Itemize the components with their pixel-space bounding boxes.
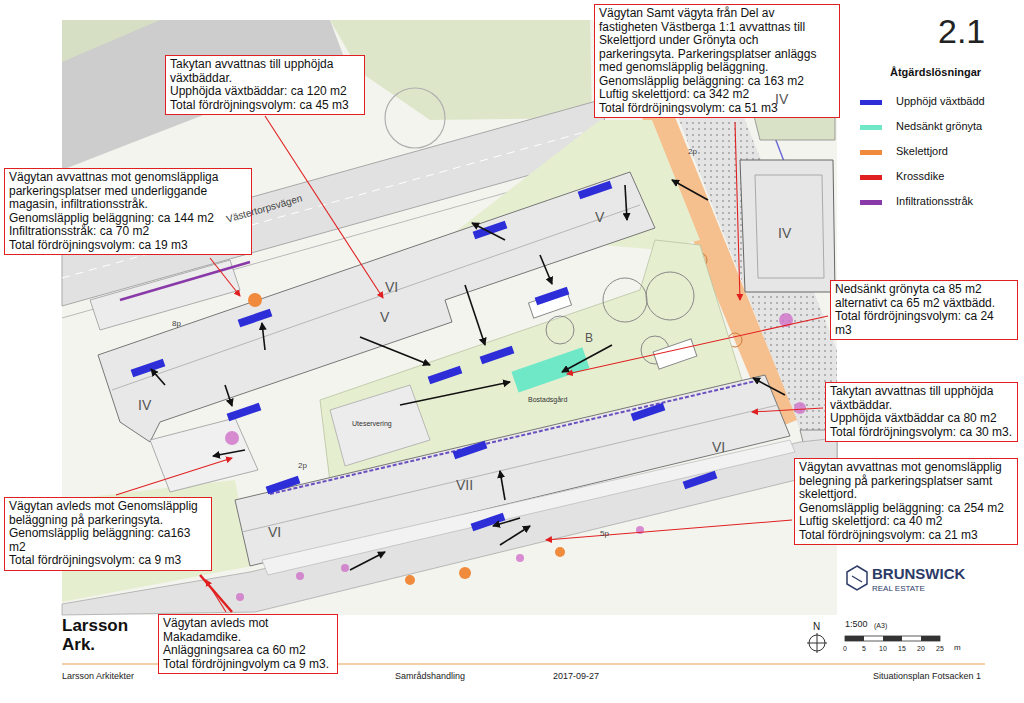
legend-entry: Upphöjd växtbädd (860, 95, 985, 107)
client-logo-subtitle: REAL ESTATE (872, 585, 925, 594)
callout-box: Vägytan Samt vägyta från Del av fastighe… (594, 4, 840, 118)
callout-quantity: Luftig skelettjord: ca 342 m2 (599, 88, 835, 102)
callout-description: Vägytan avvattnas mot genomsläppliga par… (9, 171, 247, 212)
callout-box: Vägytan avvattnas mot genomsläppliga par… (4, 168, 252, 255)
building-letter: B (585, 332, 593, 345)
scale-tick: 10 (879, 645, 887, 653)
architect-name: Larsson Ark. (62, 617, 142, 654)
callout-quantity: Total fördröjningvolym ca 9 m3. (163, 658, 333, 672)
area-name: Uteservering (352, 420, 392, 428)
callout-box: Nedsänkt grönyta ca 85 m2 alternativt ca… (830, 280, 1018, 340)
scale-tick: 15 (898, 645, 906, 653)
north-label: N (813, 621, 820, 632)
callout-description: Vägytan Samt vägyta från Del av fastighe… (599, 7, 835, 75)
document-date: 2017-09-27 (553, 672, 599, 682)
scale-ratio: 1:500 (845, 620, 868, 630)
callout-quantity: Total fördröjningsvolym: ca 30 m3. (830, 426, 1013, 440)
callout-box: Takytan avvattnas till upphöjda växtbädd… (165, 55, 365, 115)
scale-tick: 20 (917, 645, 925, 653)
legend-heading: Åtgärdslösningar (890, 66, 981, 78)
legend-swatch (860, 125, 882, 130)
callout-quantity: Total fördröjningsvolym: ca 19 m3 (9, 239, 247, 253)
architect-firm: Larsson Arkitekter (62, 672, 134, 682)
legend-entry: Krossdike (860, 170, 944, 182)
callout-quantity: Upphöjda växtbäddar ca 80 m2 (830, 412, 1013, 426)
storey-count: IV (778, 226, 791, 241)
storey-count: VI (385, 280, 398, 295)
legend-entry: Skelettjord (860, 145, 948, 157)
storey-count: VI (712, 440, 725, 455)
legend-entry: Infiltrationsstråk (860, 195, 973, 207)
drawing-title: Situationsplan Fotsacken 1 (873, 672, 981, 682)
legend-swatch (860, 100, 882, 105)
storey-count: VII (456, 478, 473, 493)
callout-description: Vägytan avvattnas mot genomsläpplig bele… (799, 461, 1013, 502)
legend-text: Upphöjd växtbädd (896, 95, 985, 107)
legend-text: Nedsänkt grönyta (896, 120, 982, 132)
callout-quantity: Genomsläpplig beläggning: ca 163 m2 (599, 75, 835, 89)
parking-count: 5p (600, 530, 609, 539)
storey-count: V (595, 210, 604, 225)
callout-box: Vägytan avleds mot Genomsläpplig beläggn… (4, 497, 212, 571)
callout-quantity: Total fördröjningsvolym: ca 51 m3 (599, 102, 835, 116)
callout-box: Takytan avvattnas till upphöjda växtbädd… (825, 382, 1018, 442)
scale-unit: m (954, 644, 961, 653)
callout-description: Takytan avvattnas till upphöjda växtbädd… (830, 385, 1013, 412)
callout-description: Vägytan avleds mot Genomsläpplig beläggn… (9, 500, 207, 527)
storey-count: IV (138, 398, 151, 413)
storey-count: VI (268, 525, 281, 540)
client-logo: BRUNSWICK (872, 566, 965, 583)
area-name: Bostadsgård (528, 396, 567, 404)
storey-count: V (380, 310, 389, 325)
callout-quantity: Total fördröjningsvolym: ca 24 m3 (835, 310, 1013, 337)
parking-count: 8p (172, 320, 181, 329)
callout-box: Vägytan avvattnas mot genomsläpplig bele… (794, 458, 1018, 545)
callout-quantity: Infiltrationsstråk: ca 70 m2 (9, 225, 247, 239)
parking-count: 2p (298, 462, 307, 471)
callout-description: Vägytan avleds mot Makadamdike. (163, 617, 333, 644)
parking-count: 2p (688, 148, 697, 157)
callout-quantity: Total fördröjningsvolym: ca 9 m3 (9, 554, 207, 568)
callout-quantity: Genomsläpplig beläggning: ca 254 m2 (799, 502, 1013, 516)
legend-text: Infiltrationsstråk (896, 195, 973, 207)
legend-swatch (860, 175, 882, 180)
callout-quantity: Luftig skelettjord: ca 40 m2 (799, 515, 1013, 529)
sheet-number: 2.1 (938, 14, 985, 48)
callout-quantity: Genomsläpplig beläggning: ca163 m2 (9, 527, 207, 554)
callout-description: Nedsänkt grönyta ca 85 m2 alternativt ca… (835, 283, 1013, 310)
callout-quantity: Anläggningsarea ca 60 m2 (163, 644, 333, 658)
legend-text: Skelettjord (896, 145, 948, 157)
callout-quantity: Total fördröjningsvolym: ca 45 m3 (170, 99, 360, 113)
callout-box: Vägytan avleds mot Makadamdike.Anläggnin… (158, 614, 338, 674)
legend-swatch (860, 200, 882, 205)
callout-quantity: Total fördröjningsvolym: ca 21 m3 (799, 529, 1013, 543)
scale-tick: 0 (843, 645, 847, 653)
legend-swatch (860, 150, 882, 155)
scale-tick: 5 (862, 645, 866, 653)
document-status: Samrådshandling (395, 672, 465, 682)
callout-description: Takytan avvattnas till upphöjda växtbädd… (170, 58, 360, 85)
storey-count: IV (775, 92, 788, 107)
paper-size: (A3) (874, 622, 887, 630)
legend-entry: Nedsänkt grönyta (860, 120, 982, 132)
legend-text: Krossdike (896, 170, 944, 182)
callout-quantity: Upphöjda växtbäddar: ca 120 m2 (170, 85, 360, 99)
callout-quantity: Genomsläpplig beläggning: ca 144 m2 (9, 212, 247, 226)
scale-tick: 25 (936, 645, 944, 653)
